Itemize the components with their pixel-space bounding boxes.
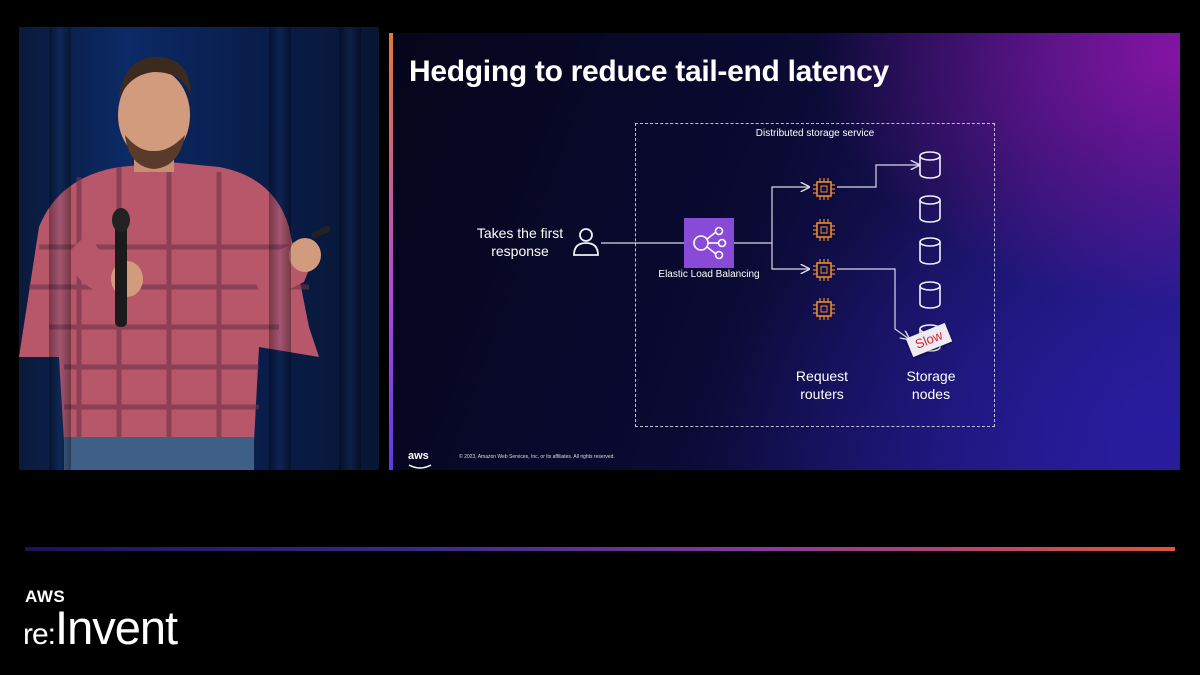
aws-logo: aws: [408, 450, 429, 462]
storage-service-boundary: [635, 123, 995, 427]
curtain-fold: [339, 27, 361, 470]
reinvent-re: re:: [23, 618, 56, 651]
database-icon: [919, 151, 941, 179]
reinvent-logo: re:Invent: [23, 600, 178, 655]
aws-smile-icon: [408, 464, 432, 469]
database-icon: [919, 281, 941, 309]
chip-icon: [812, 218, 836, 242]
slide-title: Hedging to reduce tail-end latency: [409, 55, 889, 88]
storage-label: Storage nodes: [906, 368, 956, 402]
slide-accent-bar: [389, 33, 393, 470]
curtain-fold: [269, 27, 291, 470]
gradient-divider: [25, 547, 1175, 551]
aws-wordmark: AWS: [25, 587, 66, 606]
chip-icon: [812, 177, 836, 201]
routers-label: Request routers: [795, 368, 849, 402]
chip-icon: [812, 258, 836, 282]
copyright-text: © 2023, Amazon Web Services, Inc. or its…: [459, 454, 615, 460]
database-icon: [919, 195, 941, 223]
storage-service-label: Distributed storage service: [755, 128, 875, 139]
presentation-slide: Hedging to reduce tail-end latency Distr…: [389, 33, 1180, 470]
user-icon: [573, 228, 599, 256]
reinvent-name: Invent: [55, 601, 178, 654]
curtain-fold: [49, 27, 71, 470]
database-icon: [919, 237, 941, 265]
elb-label: Elastic Load Balancing: [658, 269, 760, 280]
chip-icon: [812, 297, 836, 321]
architecture-diagram: [408, 151, 941, 469]
speaker-video: [19, 27, 379, 470]
elastic-load-balancing-icon: [684, 218, 734, 268]
client-label: Takes the first response: [476, 225, 564, 259]
speaker-figure: [19, 56, 331, 470]
